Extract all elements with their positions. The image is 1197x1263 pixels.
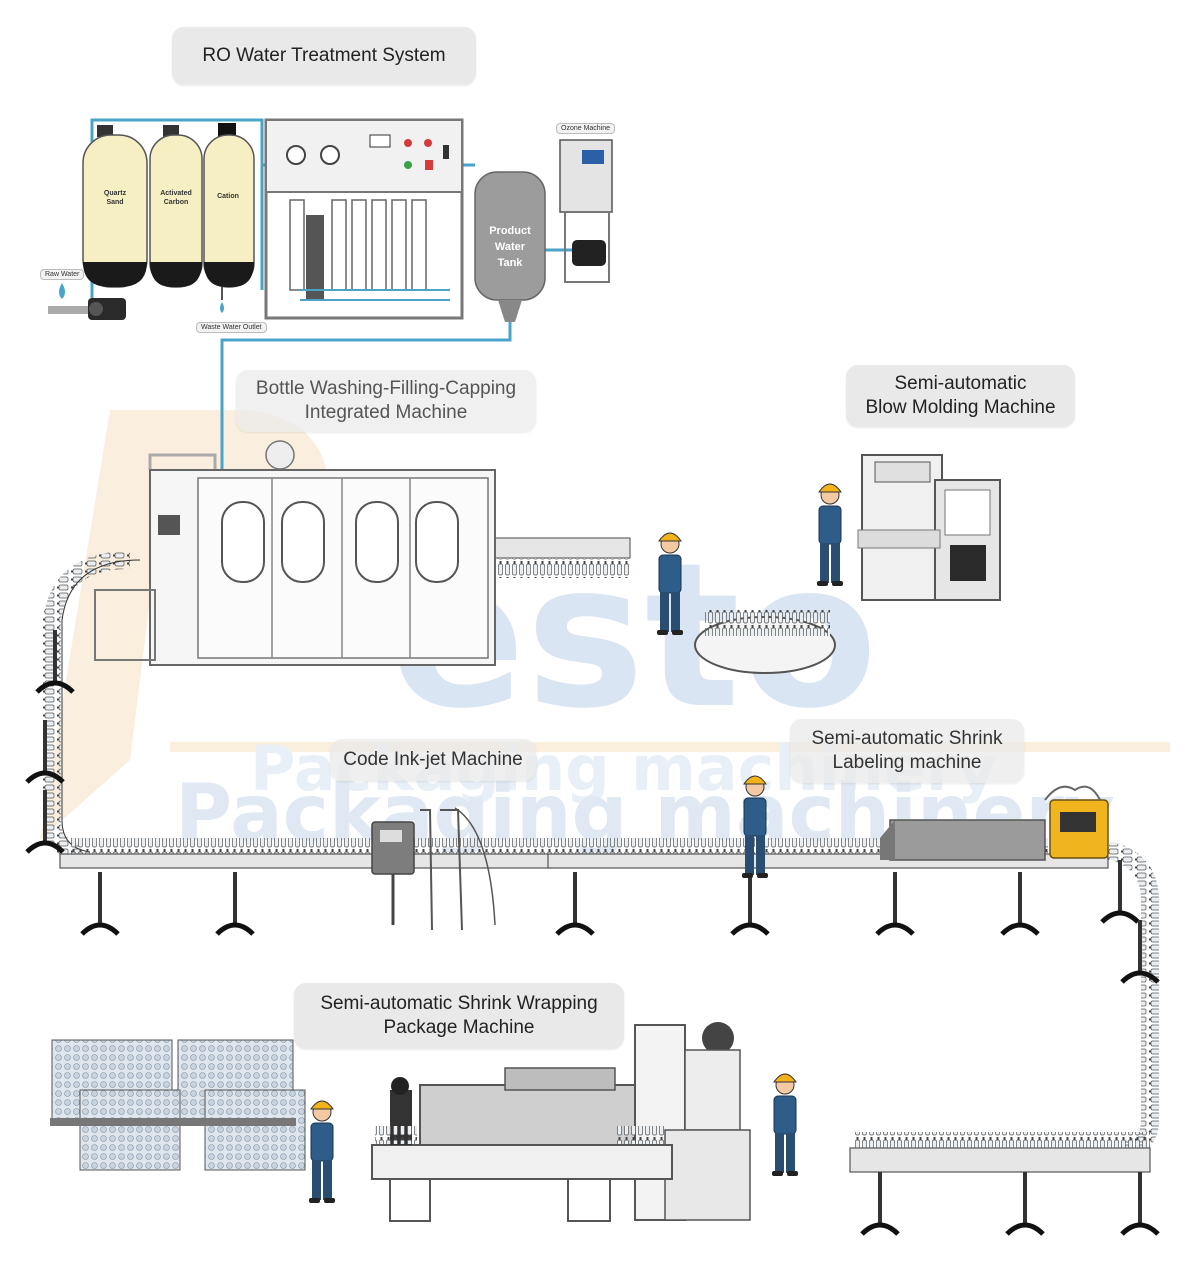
svg-text:Carbon: Carbon (164, 199, 189, 206)
ro-water-treatment-text: RO Water Treatment System (202, 45, 446, 66)
shrink-wrapping-machine (371, 1022, 751, 1222)
inkjet-label-text: Code Ink-jet Machine (343, 749, 523, 770)
blow-label-line2: Blow Molding Machine (865, 397, 1056, 418)
svg-text:Cation: Cation (217, 193, 239, 200)
ro-membrane-unit (264, 118, 464, 320)
svg-text:Quartz: Quartz (104, 190, 127, 197)
washing-filling-capping-label: Bottle Washing-Filling-Capping Integrate… (236, 370, 536, 432)
labeling-label-line2: Labeling machine (832, 752, 982, 773)
product-water-tank: Product Water Tank (474, 171, 546, 322)
svg-text:Product: Product (489, 225, 531, 237)
shrink-wrapping-label: Semi-automatic Shrink Wrapping Package M… (294, 983, 624, 1049)
svg-text:Water: Water (495, 241, 526, 253)
quartz-sand-tank: Quartz Sand (82, 125, 148, 288)
svg-text:Tank: Tank (498, 257, 524, 269)
ozone-machine (559, 139, 613, 283)
wrapping-label-line2: Package Machine (383, 1017, 535, 1038)
labeling-label-line1: Semi-automatic Shrink (811, 728, 1003, 749)
ro-water-treatment-label: RO Water Treatment System (172, 27, 476, 85)
blow-label-line1: Semi-automatic (894, 373, 1027, 394)
waste-water-tag: Waste Water Outlet (196, 322, 267, 333)
activated-carbon-tank: Activated Carbon (149, 125, 203, 288)
washing-label-line2: Integrated Machine (304, 402, 468, 423)
code-inkjet-machine (371, 807, 496, 931)
ro-water-treatment-system: Quartz Sand Activated Carbon Cation (48, 118, 613, 470)
washing-label-line1: Bottle Washing-Filling-Capping (255, 378, 517, 399)
svg-text:Activated: Activated (160, 190, 192, 197)
washing-filling-capping-machine (94, 440, 496, 666)
cation-tank: Cation (203, 123, 255, 313)
blow-molding-label: Semi-automatic Blow Molding Machine (846, 365, 1075, 427)
svg-text:Sand: Sand (106, 199, 123, 206)
blow-molding-machine (857, 454, 1001, 601)
code-inkjet-label: Code Ink-jet Machine (330, 739, 536, 781)
finished-pallets (50, 1039, 306, 1171)
ozone-machine-tag: Ozone Machine (556, 123, 616, 134)
shrink-labeling-label: Semi-automatic Shrink Labeling machine (790, 719, 1024, 783)
raw-water-tag: Raw Water (40, 269, 85, 280)
shrink-labeling-machine (880, 785, 1109, 861)
wrapping-label-line1: Semi-automatic Shrink Wrapping (320, 993, 598, 1014)
